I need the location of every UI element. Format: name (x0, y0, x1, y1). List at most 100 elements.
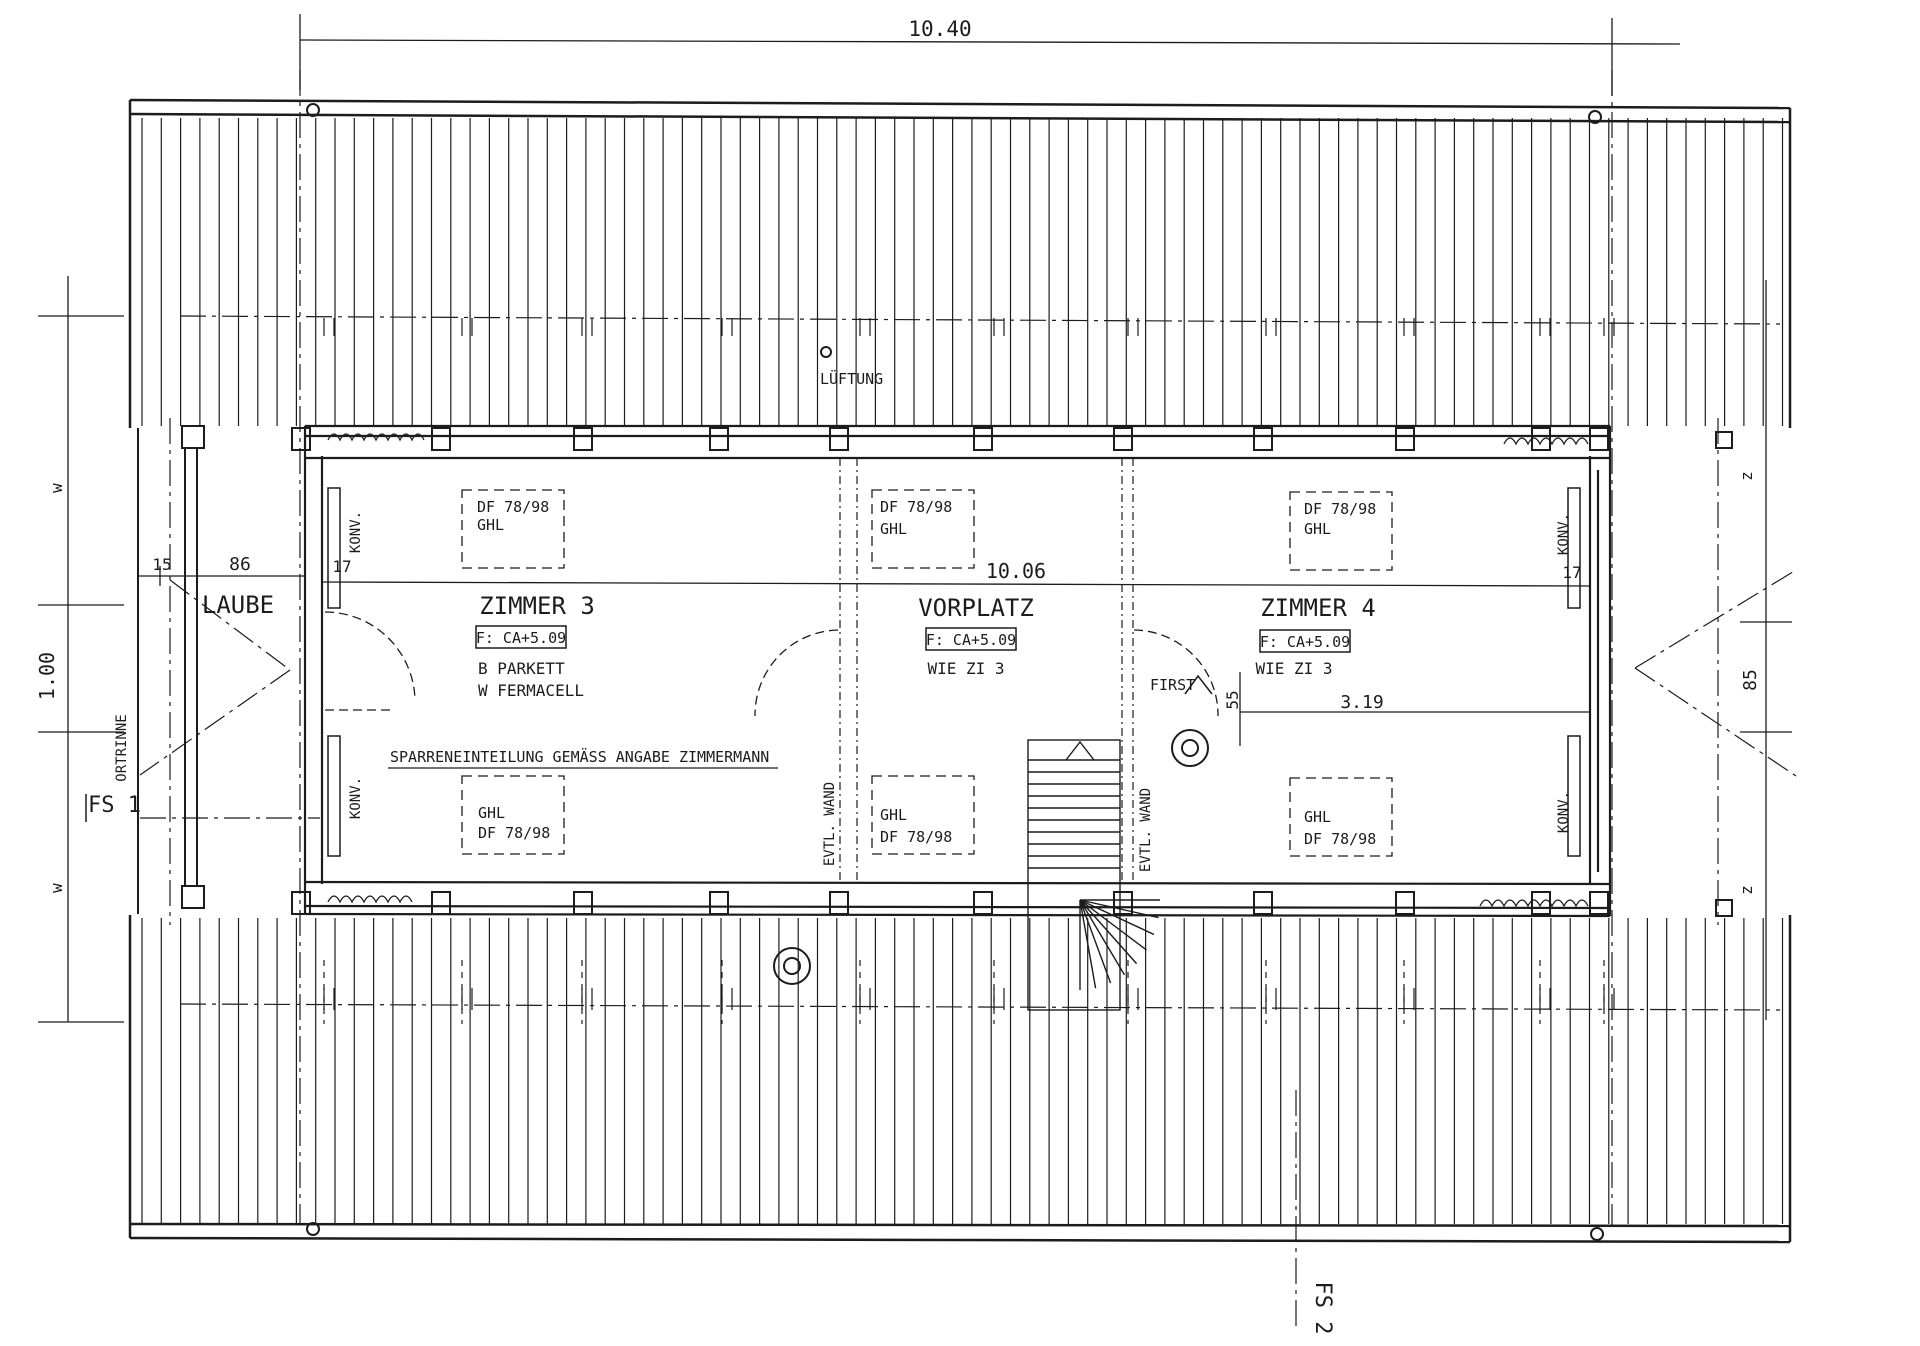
vorplatz-area: F: CA+5.09 (926, 631, 1016, 649)
skylight-label-4a: GHL (478, 804, 505, 822)
radiators (327, 487, 1581, 857)
sparren-note: SPARRENEINTEILUNG GEMÄSS ANGABE ZIMMERMA… (390, 747, 769, 766)
roof-top-slope (141, 118, 1784, 426)
skylight-label-2a: DF 78/98 (880, 498, 952, 516)
rafter-mark (993, 318, 1005, 336)
wall-dimension-right: 17 (1562, 563, 1581, 582)
post (829, 427, 849, 451)
rafter-mark (323, 988, 335, 1010)
vorplatz-note: WIE ZI 3 (927, 659, 1004, 678)
rafter-posts (291, 427, 1609, 915)
first-dimension-319: 3.19 (1340, 692, 1383, 713)
zimmer3-area: F: CA+5.09 (476, 629, 566, 647)
overall-width-label: 10.40 (908, 17, 971, 41)
eave-markers (306, 103, 1733, 1241)
insulation (327, 433, 1589, 908)
rafter-mark (1403, 988, 1415, 1010)
stair-arrow (1065, 740, 1095, 761)
post (1395, 891, 1415, 915)
rafter-mark (721, 988, 733, 1010)
laube-diagonals (139, 569, 1797, 777)
rafter-marks (323, 318, 1615, 1024)
right-dim-z-top: z (1737, 471, 1756, 481)
stair-tread (1079, 899, 1138, 965)
left-dim-100: 1.00 (35, 652, 59, 700)
rafter-mark (1127, 318, 1139, 336)
first-label: FIRST (1150, 676, 1195, 694)
post (1113, 891, 1133, 915)
post (431, 891, 451, 915)
post (829, 891, 849, 915)
zimmer4-area-box (1259, 629, 1351, 653)
rafter-mark (1603, 318, 1615, 336)
chimneys (773, 346, 1209, 985)
skylight-label-3b: GHL (1304, 520, 1331, 538)
stair-tread (1079, 899, 1147, 951)
lueftung-label: LÜFTUNG (820, 369, 883, 388)
konv-label-2: KONV. (348, 777, 364, 819)
wall-band (303, 424, 1612, 918)
post (1531, 427, 1551, 451)
post (573, 891, 593, 915)
inner-width-label: 10.06 (986, 559, 1046, 583)
right-dim-z-bottom: z (1737, 885, 1756, 895)
post (1253, 891, 1273, 915)
roof-bottom-slope (141, 918, 1784, 1224)
skylight-label-1a: DF 78/98 (477, 498, 549, 516)
laube-label: LAUBE (202, 591, 274, 619)
skylight-label-6a: GHL (1304, 808, 1331, 826)
zimmer3-area-box (475, 625, 567, 649)
rafter-mark (1127, 988, 1139, 1010)
left-dim-w-bottom: w (47, 883, 66, 893)
fs1-label: FS 1 (88, 793, 141, 818)
post (291, 891, 311, 915)
rafter-mark (1265, 988, 1277, 1010)
stair-tread (1079, 899, 1155, 936)
laube-dimension: 86 (229, 554, 251, 575)
zimmer3-floor: B PARKETT (478, 659, 565, 678)
post (1113, 427, 1133, 451)
right-dim-85: 85 (1740, 669, 1761, 691)
stair-tread (1079, 899, 1097, 989)
skylight-label-2b: GHL (880, 520, 907, 538)
rafter-mark (323, 318, 335, 336)
skylight-label-5b: DF 78/98 (880, 828, 952, 846)
ortrinne-label: ORTRINNE (114, 714, 130, 781)
vorplatz-name: VORPLATZ (918, 594, 1034, 622)
laube-structure (137, 425, 205, 914)
skylight-label-5a: GHL (880, 806, 907, 824)
post (1253, 427, 1273, 451)
post (1531, 891, 1551, 915)
first-dimension-55: 55 (1223, 690, 1242, 709)
post (291, 427, 311, 451)
purlin-axes (140, 70, 1781, 1330)
konv-label-1: KONV. (348, 511, 364, 553)
ridge-line (321, 581, 1591, 587)
roof-outline (128, 98, 1792, 1244)
zimmer4-note: WIE ZI 3 (1255, 659, 1332, 678)
rafter-mark (1539, 318, 1551, 336)
left-dim-w-top: w (47, 483, 66, 493)
post (431, 427, 451, 451)
stair-tread (1079, 899, 1112, 984)
staircase (1027, 739, 1160, 1011)
post (973, 427, 993, 451)
door-swings (324, 611, 1219, 717)
vorplatz-area-box (925, 627, 1017, 651)
skylight-label-3a: DF 78/98 (1304, 500, 1376, 518)
wall-dimension-left: 17 (332, 557, 351, 576)
evtl-wand-left: EVTL. WAND (822, 782, 838, 866)
eave-dimension: 15 (152, 555, 171, 574)
konv-label-4: KONV. (1556, 791, 1572, 833)
konv-label-3: KONV. (1556, 513, 1572, 555)
skylight-label-1b: GHL (477, 516, 504, 534)
rafter-mark (1265, 318, 1277, 336)
evtl-wand-right: EVTL. WAND (1138, 788, 1154, 872)
rafter-mark (581, 318, 593, 336)
post (1589, 427, 1609, 451)
ridge-symbol (1184, 674, 1213, 695)
rafter-mark (1539, 988, 1551, 1010)
stair-tread (1079, 899, 1126, 976)
post (1589, 891, 1609, 915)
